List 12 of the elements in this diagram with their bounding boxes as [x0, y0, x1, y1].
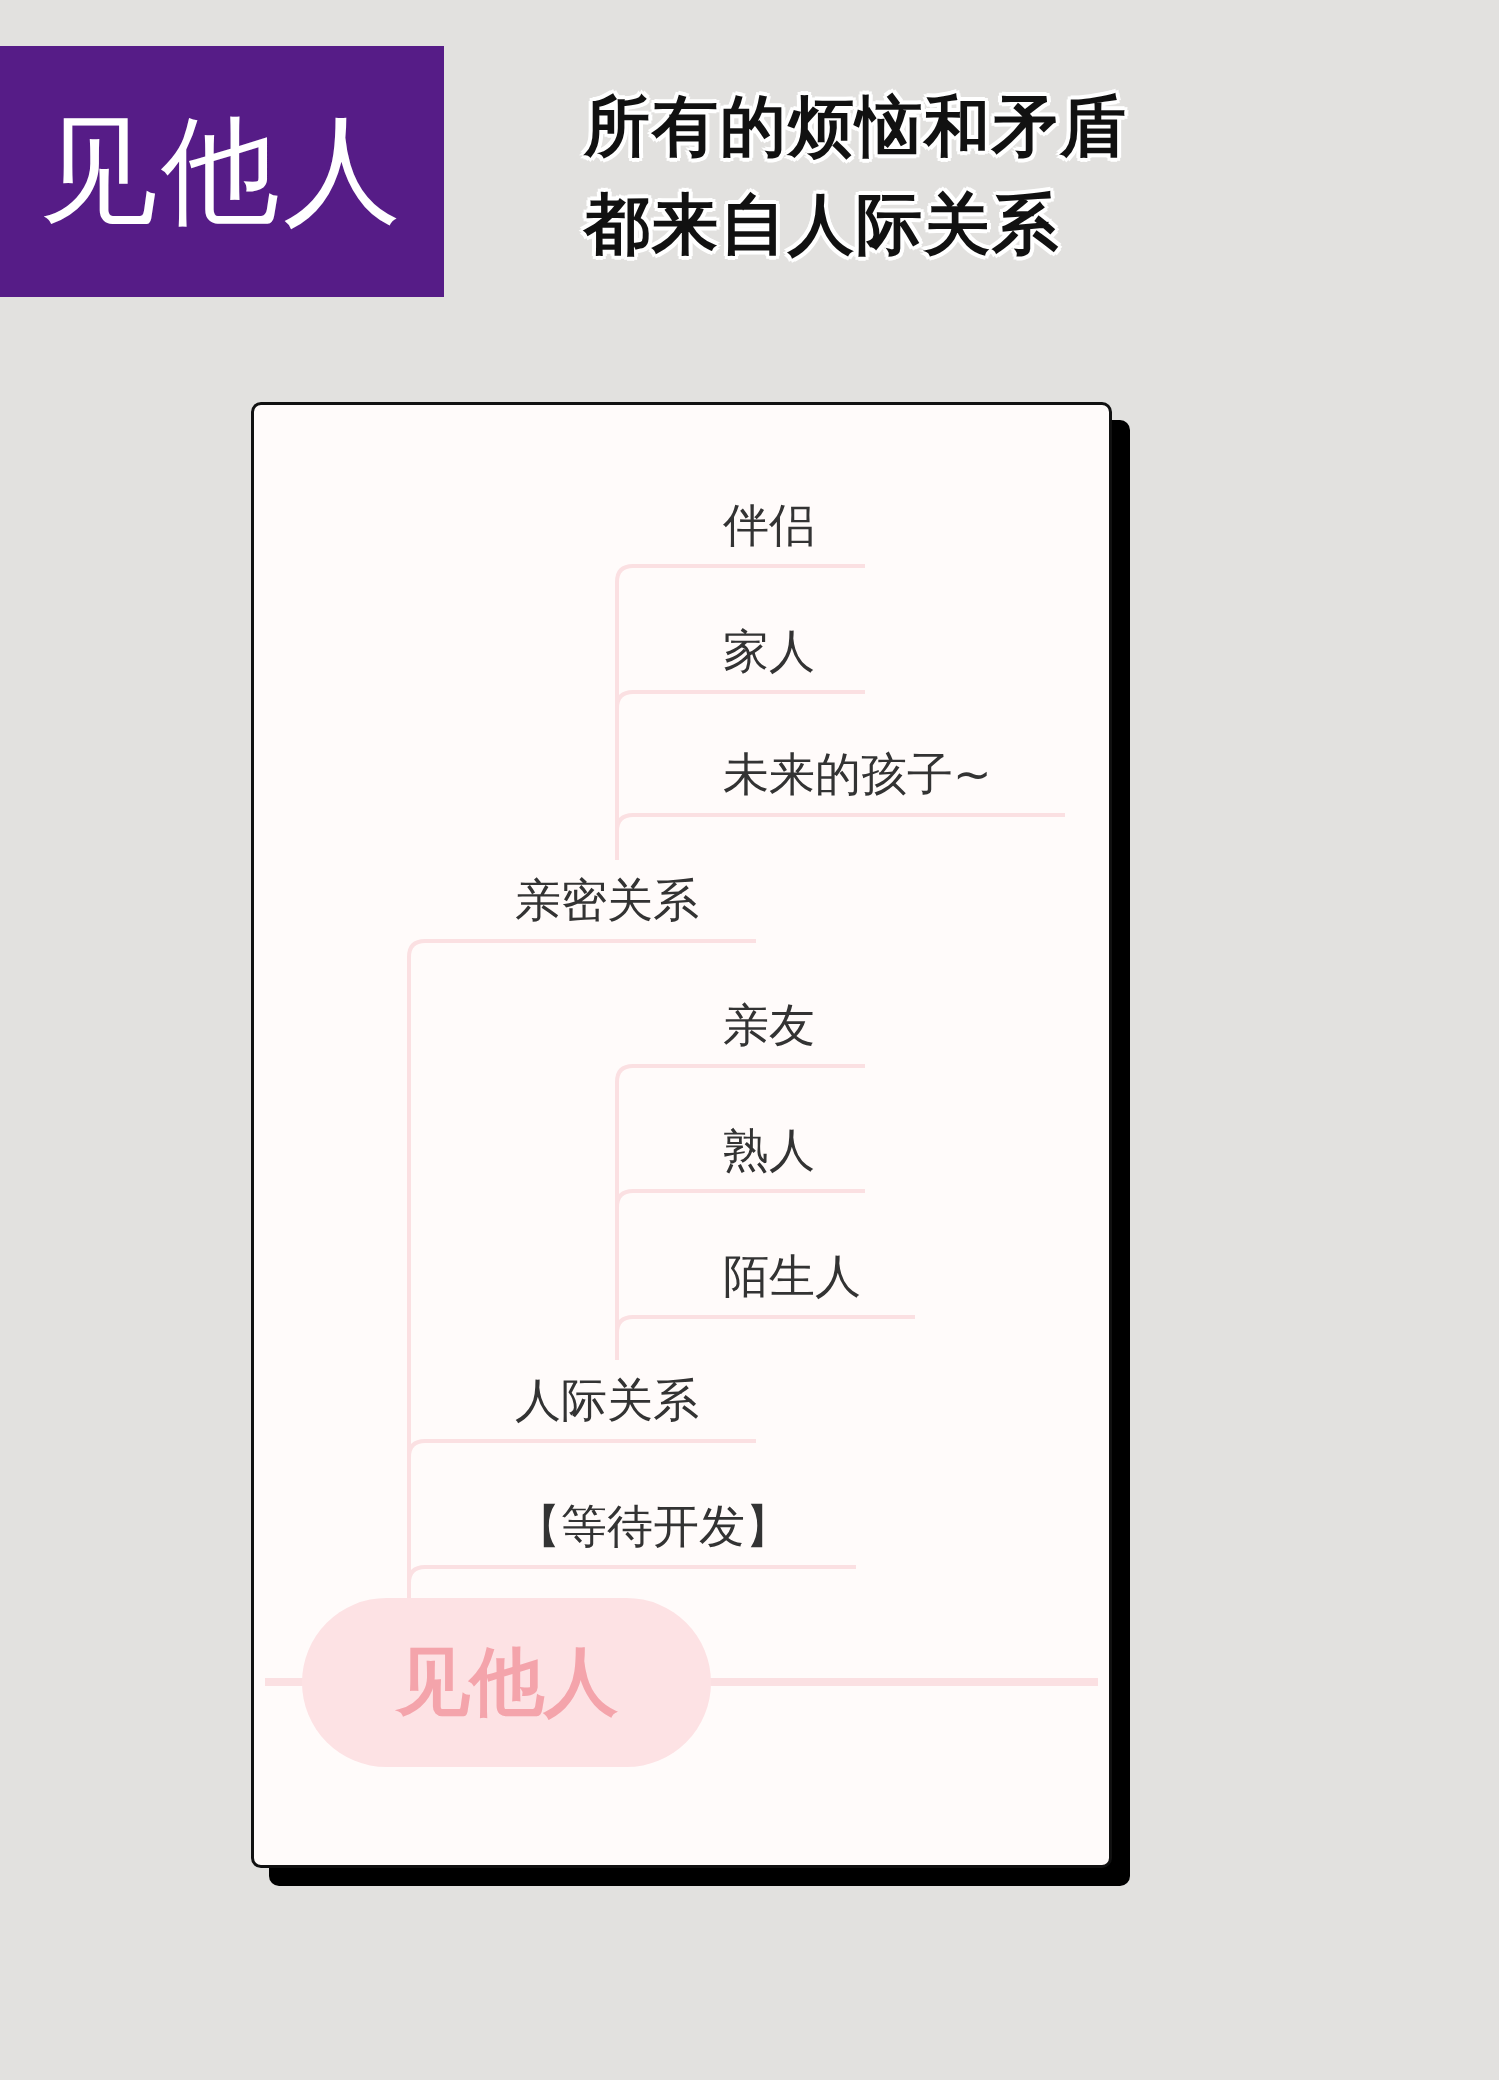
headline: 所有的烦恼和矛盾都来自人际关系 [584, 87, 1129, 265]
branch-topic: 未来的孩子~ [633, 735, 1065, 817]
branch-topic: 亲友 [633, 986, 865, 1068]
root-pill: 见他人 [302, 1598, 711, 1767]
title-banner: 见他人 [0, 46, 444, 297]
branch-topic: 家人 [633, 612, 865, 694]
branch-topic: 亲密关系 [425, 860, 756, 943]
branch-topic: 【等待开发】 [425, 1488, 856, 1569]
branch-topic: 人际关系 [425, 1360, 756, 1443]
branch-topic: 陌生人 [633, 1236, 915, 1319]
branch-topic: 熟人 [633, 1111, 865, 1193]
branch-topic: 伴侣 [633, 486, 865, 568]
